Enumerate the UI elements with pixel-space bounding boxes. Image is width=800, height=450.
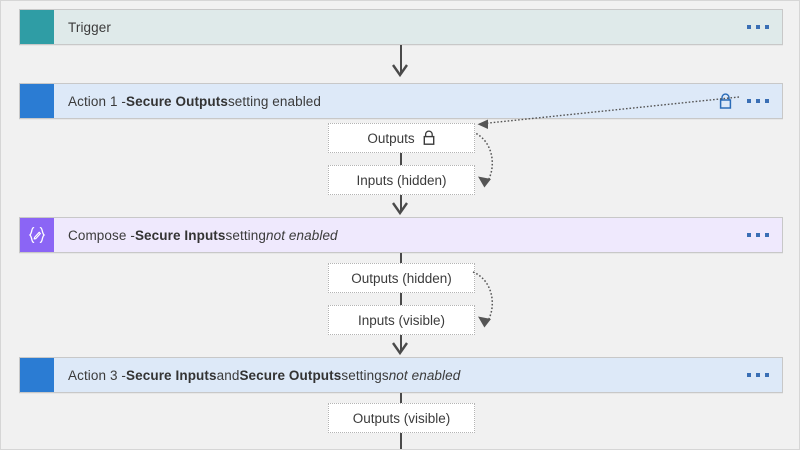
- secure-outputs-curve-arrow: [472, 131, 493, 188]
- action3-label-part-1: Action 3 -: [68, 367, 127, 383]
- action3-label-part-5: settings: [341, 367, 389, 383]
- compose-label-part-2: Secure Inputs: [134, 227, 226, 243]
- iobox-outputs-visible: Outputs (visible): [328, 403, 475, 433]
- connector-line-7: [400, 393, 402, 407]
- action3-label-part-4: Secure Outputs: [239, 367, 342, 383]
- connector-line-5: [400, 293, 402, 305]
- iobox-inputs-hidden: Inputs (hidden): [328, 165, 475, 195]
- trigger-label: Trigger: [54, 10, 747, 44]
- action1-label-part-2: Secure Outputs: [126, 93, 228, 109]
- action3-overflow-menu-icon[interactable]: [747, 373, 769, 377]
- lock-icon: [423, 130, 435, 145]
- action1-actions: [718, 84, 782, 118]
- iobox-inputs-visible-label: Inputs (visible): [357, 312, 446, 328]
- connector-line-4: [400, 253, 402, 267]
- action3-label-part-6: not enabled: [388, 367, 461, 383]
- connector-line-6: [400, 335, 402, 351]
- iobox-outputs-visible-label: Outputs (visible): [352, 410, 451, 426]
- iobox-outputs-secure-label: Outputs: [367, 130, 415, 146]
- compose-label-part-4: not enabled: [266, 227, 338, 243]
- action1-label: Action 1 - Secure Outputs setting enable…: [54, 84, 718, 118]
- action3-label-part-3: and: [216, 367, 240, 383]
- action1-chip-icon: [20, 84, 54, 118]
- trigger-label-text: Trigger: [68, 19, 111, 35]
- compose-label: Compose - Secure Inputs setting not enab…: [54, 218, 747, 252]
- connector-arrowhead-3: [392, 342, 408, 356]
- compose-braces-icon: [28, 226, 46, 244]
- action3-label: Action 3 - Secure Inputs and Secure Outp…: [54, 358, 747, 392]
- iobox-inputs-visible: Inputs (visible): [328, 305, 475, 335]
- trigger-actions: [747, 10, 782, 44]
- iobox-outputs-secure: Outputs: [328, 123, 475, 153]
- connector-arrowhead-1: [392, 64, 408, 78]
- connector-line-3: [400, 195, 402, 211]
- iobox-outputs-hidden: Outputs (hidden): [328, 263, 475, 293]
- action3-actions: [747, 358, 782, 392]
- lock-icon[interactable]: [718, 92, 733, 110]
- connector-arrowhead-2: [392, 202, 408, 216]
- action1-label-part-3: setting enabled: [227, 93, 322, 109]
- action3-label-part-2: Secure Inputs: [126, 367, 217, 383]
- action3-card[interactable]: Action 3 - Secure Inputs and Secure Outp…: [19, 357, 783, 393]
- compose-actions: [747, 218, 782, 252]
- secure-outputs-pointer-arrow: [477, 96, 740, 129]
- compose-chip-icon: [20, 218, 54, 252]
- trigger-overflow-menu-icon[interactable]: [747, 25, 769, 29]
- compose-label-part-1: Compose -: [68, 227, 135, 243]
- compose-card[interactable]: Compose - Secure Inputs setting not enab…: [19, 217, 783, 253]
- connector-line-8: [400, 433, 402, 449]
- trigger-card[interactable]: Trigger: [19, 9, 783, 45]
- action1-card[interactable]: Action 1 - Secure Outputs setting enable…: [19, 83, 783, 119]
- connector-line-1: [400, 45, 402, 73]
- iobox-outputs-hidden-label: Outputs (hidden): [351, 270, 452, 286]
- compose-label-part-3: setting: [225, 227, 266, 243]
- secure-inputs-curve-arrow: [472, 271, 493, 328]
- action1-overflow-menu-icon[interactable]: [747, 99, 769, 103]
- connector-line-2: [400, 153, 402, 165]
- trigger-chip-icon: [20, 10, 54, 44]
- compose-overflow-menu-icon[interactable]: [747, 233, 769, 237]
- iobox-inputs-hidden-label: Inputs (hidden): [356, 172, 447, 188]
- action1-label-part-1: Action 1 -: [68, 93, 127, 109]
- action3-chip-icon: [20, 358, 54, 392]
